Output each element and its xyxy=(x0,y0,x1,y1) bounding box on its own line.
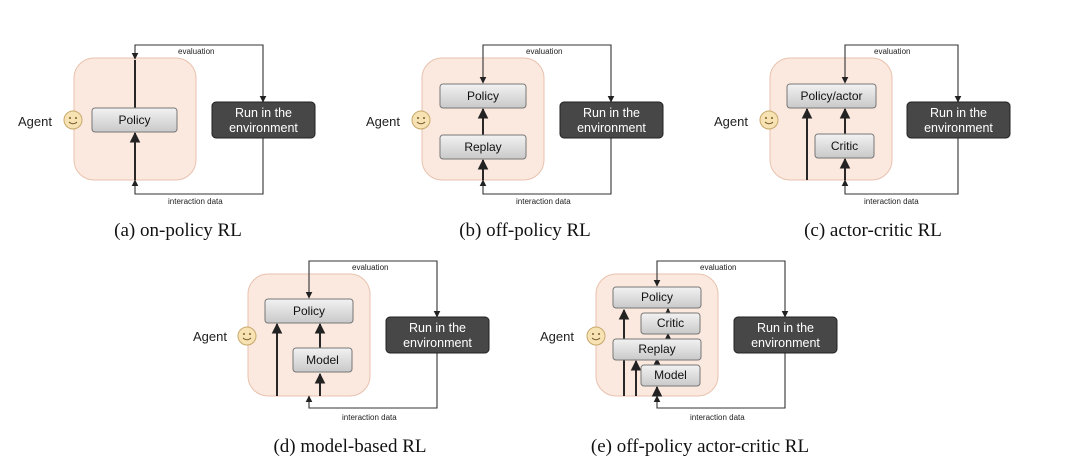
svg-text:Run in the: Run in the xyxy=(757,321,814,335)
svg-text:Policy: Policy xyxy=(118,113,150,127)
policy-box: Policy xyxy=(264,298,354,324)
panel-off-policy: Agent evaluation interaction data Policy… xyxy=(366,44,664,241)
svg-text:Policy: Policy xyxy=(467,89,499,103)
model-box: Model xyxy=(640,364,701,387)
environment-box: Run in the environment xyxy=(385,316,490,354)
evaluation-label: evaluation xyxy=(178,47,214,56)
svg-text:Run in the: Run in the xyxy=(409,321,466,335)
model-box: Model xyxy=(292,347,353,373)
environment-box: Run in the environment xyxy=(211,101,316,139)
svg-text:Model: Model xyxy=(306,353,339,367)
interaction-loop xyxy=(653,353,786,409)
policy-box: Policy xyxy=(612,286,702,309)
smiley-icon xyxy=(237,326,257,346)
svg-text:Critic: Critic xyxy=(831,139,858,153)
smiley-icon xyxy=(411,110,431,130)
agent-label: Agent xyxy=(714,114,748,129)
agent-label: Agent xyxy=(18,114,52,129)
caption-model-based: (d) model-based RL xyxy=(273,436,426,457)
agent-label: Agent xyxy=(193,329,227,344)
environment-box: Run in the environment xyxy=(559,101,664,139)
evaluation-loop xyxy=(479,44,615,103)
evaluation-label: evaluation xyxy=(352,263,388,272)
svg-text:environment: environment xyxy=(403,336,472,350)
svg-text:Replay: Replay xyxy=(638,342,675,356)
critic-box: Critic xyxy=(640,312,701,335)
svg-text:Policy: Policy xyxy=(641,290,673,304)
agent-label: Agent xyxy=(540,329,574,344)
evaluation-label: evaluation xyxy=(526,47,562,56)
svg-text:Run in the: Run in the xyxy=(930,106,987,120)
interaction-loop xyxy=(131,138,264,195)
agent-label: Agent xyxy=(366,114,400,129)
panel-actor-critic: Agent evaluation interaction data Policy… xyxy=(714,44,1011,241)
svg-text:environment: environment xyxy=(229,121,298,135)
interaction-loop xyxy=(841,138,959,195)
caption-actor-critic: (c) actor-critic RL xyxy=(804,220,942,241)
replay-box: Replay xyxy=(439,134,527,160)
interaction-data-label: interaction data xyxy=(342,413,397,422)
interaction-data-label: interaction data xyxy=(864,197,919,206)
svg-text:environment: environment xyxy=(751,336,820,350)
smiley-icon xyxy=(759,110,779,130)
panel-model-based: Agent evaluation interaction data Policy… xyxy=(193,260,490,457)
svg-text:Policy/actor: Policy/actor xyxy=(800,89,862,103)
svg-text:Run in the: Run in the xyxy=(235,106,292,120)
smiley-icon xyxy=(63,110,83,130)
environment-box: Run in the environment xyxy=(733,316,838,354)
svg-text:Critic: Critic xyxy=(657,316,684,330)
interaction-data-label: interaction data xyxy=(516,197,571,206)
interaction-loop xyxy=(479,138,612,195)
evaluation-loop xyxy=(131,44,267,103)
panel-on-policy: Agent evaluation interaction data Policy… xyxy=(18,44,316,241)
interaction-loop xyxy=(305,353,438,409)
evaluation-loop xyxy=(653,260,789,318)
svg-text:Policy: Policy xyxy=(293,304,325,318)
evaluation-loop xyxy=(841,44,962,103)
caption-off-policy-actor-critic: (e) off-policy actor-critic RL xyxy=(591,436,809,457)
critic-box: Critic xyxy=(814,133,875,159)
replay-box: Replay xyxy=(612,338,702,361)
agent-box xyxy=(769,57,893,181)
svg-text:Model: Model xyxy=(654,368,687,382)
policy-actor-box: Policy/actor xyxy=(786,83,877,109)
svg-text:Run in the: Run in the xyxy=(583,106,640,120)
svg-text:environment: environment xyxy=(924,121,993,135)
caption-on-policy: (a) on-policy RL xyxy=(114,220,242,241)
svg-text:environment: environment xyxy=(577,121,646,135)
policy-box: Policy xyxy=(439,83,527,109)
caption-off-policy: (b) off-policy RL xyxy=(459,220,591,241)
panel-off-policy-actor-critic: Agent evaluation interaction data Policy… xyxy=(540,260,838,457)
interaction-data-label: interaction data xyxy=(690,413,745,422)
environment-box: Run in the environment xyxy=(906,101,1011,139)
svg-text:Replay: Replay xyxy=(464,140,501,154)
interaction-data-label: interaction data xyxy=(168,197,223,206)
policy-box: Policy xyxy=(91,107,178,133)
evaluation-loop xyxy=(305,260,441,318)
evaluation-label: evaluation xyxy=(700,263,736,272)
evaluation-label: evaluation xyxy=(874,47,910,56)
smiley-icon xyxy=(586,326,606,346)
